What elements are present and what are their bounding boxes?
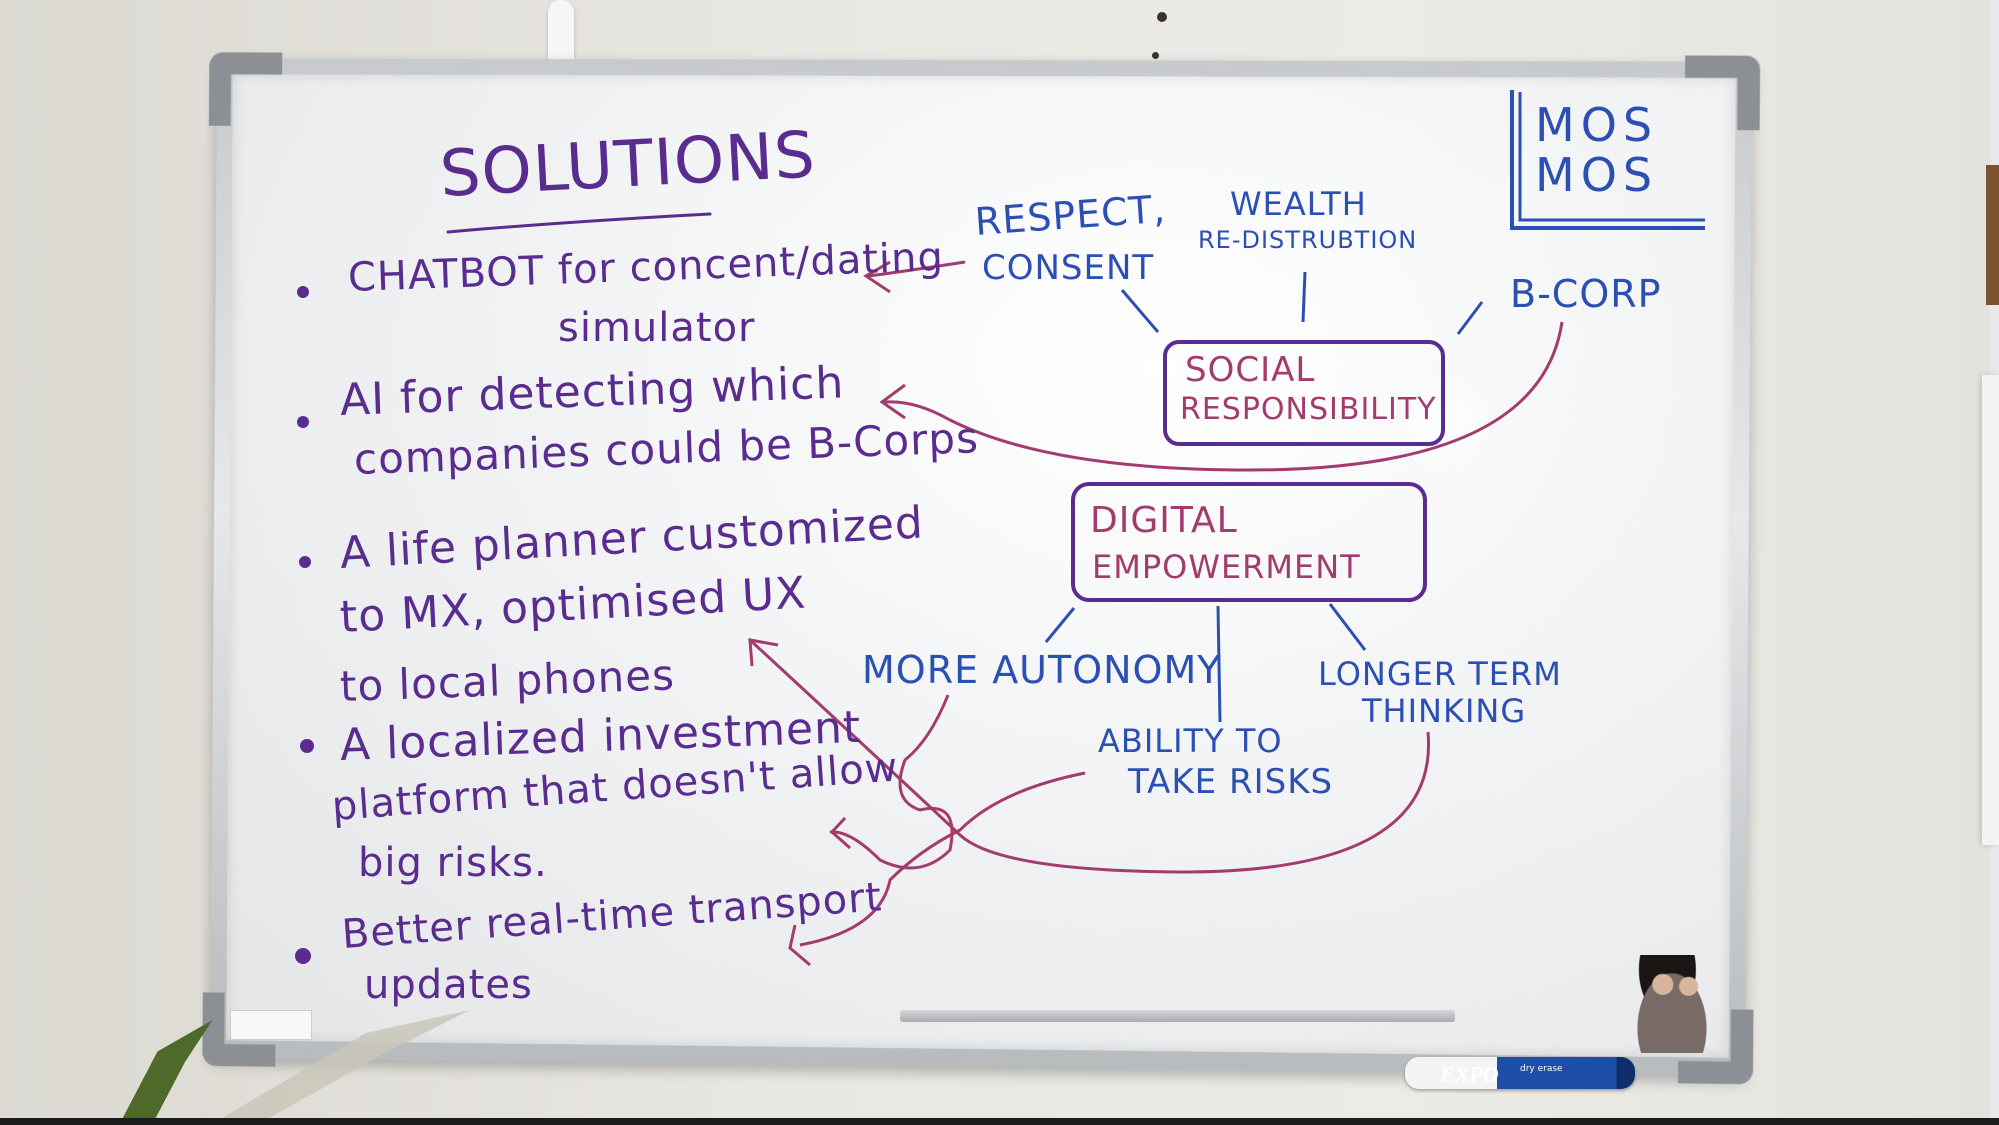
mos-label: MOS xyxy=(1535,148,1659,202)
digital-node-label: EMPOWERMENT xyxy=(1092,548,1361,586)
connector xyxy=(1328,603,1367,651)
bullet xyxy=(300,739,314,753)
marker-tray xyxy=(900,1010,1455,1022)
whiteboard-marker[interactable] xyxy=(1405,1057,1635,1089)
wall-nail xyxy=(1152,52,1159,59)
branch-label: THINKING xyxy=(1362,692,1527,730)
branch-label: RE-DISTRUBTION xyxy=(1198,226,1418,254)
bullet xyxy=(299,556,311,568)
bullet xyxy=(297,416,309,428)
arrow xyxy=(829,694,954,870)
marker-brand: EXPO xyxy=(1440,1062,1499,1087)
branch-label: MORE AUTONOMY xyxy=(862,648,1222,692)
digital-node-label: DIGITAL xyxy=(1090,500,1238,541)
mos-box-border xyxy=(1510,90,1705,230)
social-node-label: RESPONSIBILITY xyxy=(1180,392,1437,427)
social-node-box xyxy=(1163,340,1445,446)
photo-sticker xyxy=(1626,955,1718,1053)
connector xyxy=(1216,605,1222,723)
bottom-edge xyxy=(0,1118,1999,1125)
branch-label: TAKE RISKS xyxy=(1128,762,1334,802)
digital-node-box xyxy=(1071,482,1427,602)
solution-line: big risks. xyxy=(358,840,548,886)
mos-label: MOS xyxy=(1535,98,1659,152)
arrow xyxy=(884,321,1564,472)
heading-underline xyxy=(446,212,712,234)
side-panel xyxy=(1982,375,1999,845)
social-node-label: SOCIAL xyxy=(1185,350,1316,390)
arrow xyxy=(867,260,966,278)
branch-label: CONSENT xyxy=(982,248,1155,288)
paper-label xyxy=(230,1010,312,1040)
branch-label: B-CORP xyxy=(1510,272,1662,316)
branch-label: WEALTH xyxy=(1230,185,1367,223)
wall-nail xyxy=(1157,12,1167,22)
branch-label: LONGER TERM xyxy=(1318,655,1562,693)
marker-note: dry erase xyxy=(1520,1064,1563,1074)
connector xyxy=(1456,301,1484,335)
solution-line: updates xyxy=(364,962,533,1008)
connector xyxy=(1044,607,1076,643)
furniture-edge xyxy=(1986,165,1999,305)
connector xyxy=(1120,289,1160,333)
arrow xyxy=(799,771,1086,947)
bullet xyxy=(295,948,311,964)
arrow xyxy=(748,638,1431,874)
branch-label: ABILITY TO xyxy=(1098,722,1283,760)
solution-line: simulator xyxy=(558,305,756,351)
bullet xyxy=(297,286,309,298)
connector xyxy=(1301,271,1307,323)
